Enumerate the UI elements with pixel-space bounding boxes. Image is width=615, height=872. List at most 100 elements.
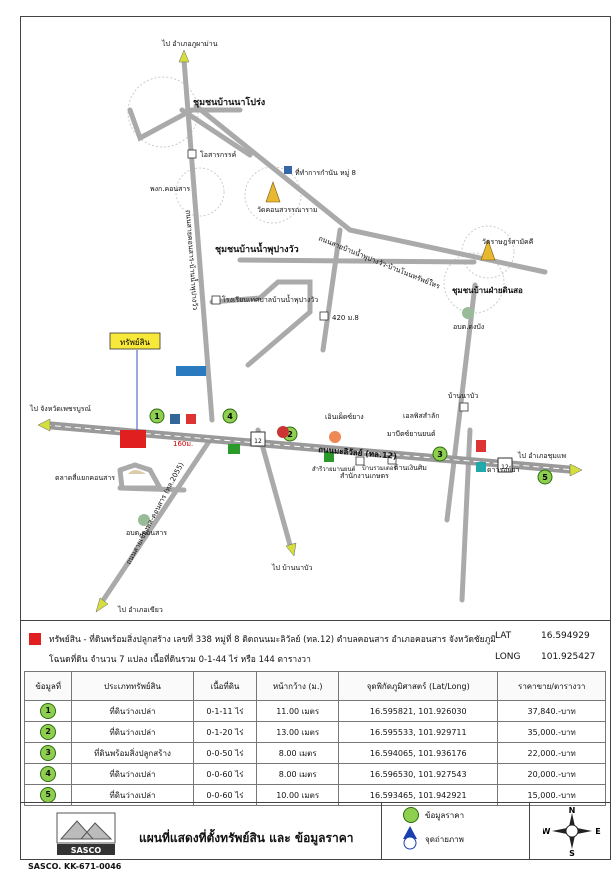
svg-text:ไป อำเภอเขียว: ไป อำเภอเขียว bbox=[117, 605, 163, 614]
svg-text:ตลาดสี่แยกคอนสาร: ตลาดสี่แยกคอนสาร bbox=[55, 473, 115, 482]
legend-bar: SASCO แผนที่แสดงที่ตั้งทรัพย์สิน และ ข้อ… bbox=[21, 802, 610, 859]
svg-text:สำรีวายมานยนต์: สำรีวายมานยนต์ bbox=[312, 465, 356, 473]
cell-price: 35,000.-บาท bbox=[497, 721, 606, 743]
header-area: เนื้อที่ดิน bbox=[192, 671, 258, 701]
legend-divider-2 bbox=[529, 803, 530, 859]
highway-shield-1 bbox=[250, 431, 266, 447]
map-comp-4 bbox=[222, 408, 238, 424]
table-row: 3 ที่ดินพร้อมสิ่งปลูกสร้าง 0-0-50 ไร่ 8.… bbox=[23, 742, 606, 764]
row-number-badge: 4 bbox=[40, 766, 57, 782]
road-southwest bbox=[99, 437, 213, 605]
cell-type: ที่ดินว่างเปล่า bbox=[71, 721, 194, 743]
price-data-icon bbox=[403, 807, 419, 823]
svg-text:N: N bbox=[569, 806, 576, 815]
table-row: 5 ที่ดินว่างเปล่า 0-0-60 ไร่ 10.00 เมตร … bbox=[23, 784, 606, 806]
property-info-line-2: โฉนดที่ดิน จำนวน 7 แปลง เนื้อที่ดินรวม 0… bbox=[49, 655, 311, 665]
svg-text:บ้านนาบัว: บ้านนาบัว bbox=[448, 392, 478, 400]
header-width: หน้ากว้าง (ม.) bbox=[256, 671, 340, 701]
cell-price: 15,000.-บาท bbox=[497, 784, 606, 806]
arrow-west-icon bbox=[37, 418, 51, 432]
cell-width: 8.00 เมตร bbox=[256, 742, 340, 764]
lat-label: LAT bbox=[495, 631, 512, 641]
svg-text:W: W bbox=[543, 827, 551, 836]
svg-text:ไป อำเภอชุมแพ: ไป อำเภอชุมแพ bbox=[517, 451, 566, 460]
header-price: ราคาขาย/ตารางวา bbox=[497, 671, 606, 701]
svg-text:ชุมชนบ้านฝ่ายดินสอ: ชุมชนบ้านฝ่ายดินสอ bbox=[452, 285, 523, 296]
highway-shield-2 bbox=[497, 457, 513, 473]
cell-type: ที่ดินว่างเปล่า bbox=[71, 784, 194, 806]
property-info: ทรัพย์สิน - ที่ดินพร้อมสิ่งปลูกสร้าง เลข… bbox=[21, 620, 610, 671]
cell-area: 0-1-20 ไร่ bbox=[192, 721, 258, 743]
svg-text:5: 5 bbox=[542, 473, 548, 482]
temple-2-icon bbox=[480, 239, 496, 261]
svg-text:เอินเผ็ดซ์ยาง: เอินเผ็ดซ์ยาง bbox=[325, 412, 364, 421]
cell-coords: 16.595821, 101.926030 bbox=[338, 700, 499, 722]
cell-coords: 16.593465, 101.942921 bbox=[338, 784, 499, 806]
compass-icon: N S W E bbox=[543, 806, 601, 857]
svg-text:อบต.ดงบัง: อบต.ดงบัง bbox=[453, 323, 484, 331]
arrow-north-icon bbox=[178, 49, 190, 63]
svg-text:มาบีตซ์ยานยนต์: มาบีตซ์ยานยนต์ bbox=[387, 430, 436, 438]
svg-text:ไป อำเภอภูผาม่าน: ไป อำเภอภูผาม่าน bbox=[161, 39, 218, 48]
svg-text:SASCO: SASCO bbox=[71, 846, 102, 855]
cell-price: 37,840.-บาท bbox=[497, 700, 606, 722]
arrow-south-icon bbox=[285, 542, 297, 557]
cell-coords: 16.594065, 101.936176 bbox=[338, 742, 499, 764]
map-comp-1 bbox=[149, 408, 165, 424]
cell-type: ที่ดินว่างเปล่า bbox=[71, 700, 194, 722]
photo-point-icon bbox=[403, 826, 417, 850]
legend-item-price: ข้อมูลราคา bbox=[425, 811, 465, 820]
svg-text:โอสารกรรค์: โอสารกรรค์ bbox=[200, 150, 237, 159]
cell-area: 0-0-50 ไร่ bbox=[192, 742, 258, 764]
svg-text:ชุมชนบ้านน้ำพุปางวัว: ชุมชนบ้านน้ำพุปางวัว bbox=[215, 242, 299, 255]
map-comp-3 bbox=[432, 446, 448, 462]
comparables-table: ข้อมูลที่ ประเภททรัพย์สิน เนื้อที่ดิน หน… bbox=[23, 671, 606, 806]
svg-text:ไป บ้านนาบัว: ไป บ้านนาบัว bbox=[271, 563, 313, 572]
long-value: 101.925427 bbox=[541, 652, 596, 662]
cell-coords: 16.595533, 101.929711 bbox=[338, 721, 499, 743]
temple-1-icon bbox=[265, 181, 281, 203]
svg-text:ชุมชนบ้านนาโปร่ง: ชุมชนบ้านนาโปร่ง bbox=[193, 96, 265, 108]
svg-text:12: 12 bbox=[501, 464, 509, 471]
lat-value: 16.594929 bbox=[541, 631, 590, 641]
document-code: SASCO. KK-671-0046 bbox=[28, 862, 122, 871]
svg-text:1: 1 bbox=[154, 412, 160, 421]
row-number-badge: 1 bbox=[40, 703, 57, 719]
cell-price: 22,000.-บาท bbox=[497, 742, 606, 764]
svg-text:บ้านรวมเตอร์: บ้านรวมเตอร์ bbox=[362, 464, 397, 472]
cell-type: ที่ดินพร้อมสิ่งปลูกสร้าง bbox=[71, 742, 194, 764]
table-header-row: ข้อมูลที่ ประเภททรัพย์สิน เนื้อที่ดิน หน… bbox=[23, 671, 606, 701]
long-label: LONG bbox=[495, 652, 521, 662]
svg-text:4: 4 bbox=[227, 412, 233, 421]
legend-title: แผนที่แสดงที่ตั้งทรัพย์สิน และ ข้อมูลราค… bbox=[139, 831, 354, 845]
svg-text:ด้านเงินศิม: ด้านเงินศิม bbox=[394, 464, 427, 472]
property-info-line-1: ทรัพย์สิน - ที่ดินพร้อมสิ่งปลูกสร้าง เลข… bbox=[49, 635, 496, 645]
table-row: 2 ที่ดินว่างเปล่า 0-1-20 ไร่ 13.00 เมตร … bbox=[23, 721, 606, 743]
row-number-badge: 3 bbox=[40, 745, 57, 761]
arrow-east-icon bbox=[569, 463, 583, 477]
cell-price: 20,000.-บาท bbox=[497, 763, 606, 785]
svg-text:พงก.คอนสาร: พงก.คอนสาร bbox=[150, 185, 190, 193]
svg-text:ไป จังหวัดเพชรบูรณ์: ไป จังหวัดเพชรบูรณ์ bbox=[29, 404, 92, 413]
road-north-main bbox=[181, 57, 215, 423]
property-tag-box bbox=[109, 332, 161, 350]
svg-text:2: 2 bbox=[287, 430, 293, 439]
cell-coords: 16.596530, 101.927543 bbox=[338, 763, 499, 785]
arrow-southwest-icon bbox=[95, 597, 109, 613]
property-marker bbox=[120, 430, 146, 448]
svg-text:ดาวรอย์ยา: ดาวรอย์ยา bbox=[487, 466, 520, 474]
header-coords: จุดพิกัดภูมิศาสตร์ (Lat/Long) bbox=[338, 671, 499, 701]
distance-label: 160ม. bbox=[173, 440, 193, 448]
header-no: ข้อมูลที่ bbox=[23, 671, 73, 701]
svg-text:เอลพิสสำลัก: เอลพิสสำลัก bbox=[403, 412, 440, 420]
svg-text:อบต.คอนสาร: อบต.คอนสาร bbox=[126, 529, 167, 537]
svg-text:E: E bbox=[595, 827, 600, 836]
road-upper-loop bbox=[127, 107, 243, 142]
legend-item-photo: จุดถ่ายภาพ bbox=[425, 835, 464, 844]
road-east-branch bbox=[444, 282, 478, 523]
cell-type: ที่ดินว่างเปล่า bbox=[71, 763, 194, 785]
row-number-badge: 2 bbox=[40, 724, 57, 740]
svg-text:420 ม.8: 420 ม.8 bbox=[332, 314, 359, 322]
row-number-badge: 5 bbox=[40, 787, 57, 803]
property-color-swatch bbox=[29, 633, 41, 645]
